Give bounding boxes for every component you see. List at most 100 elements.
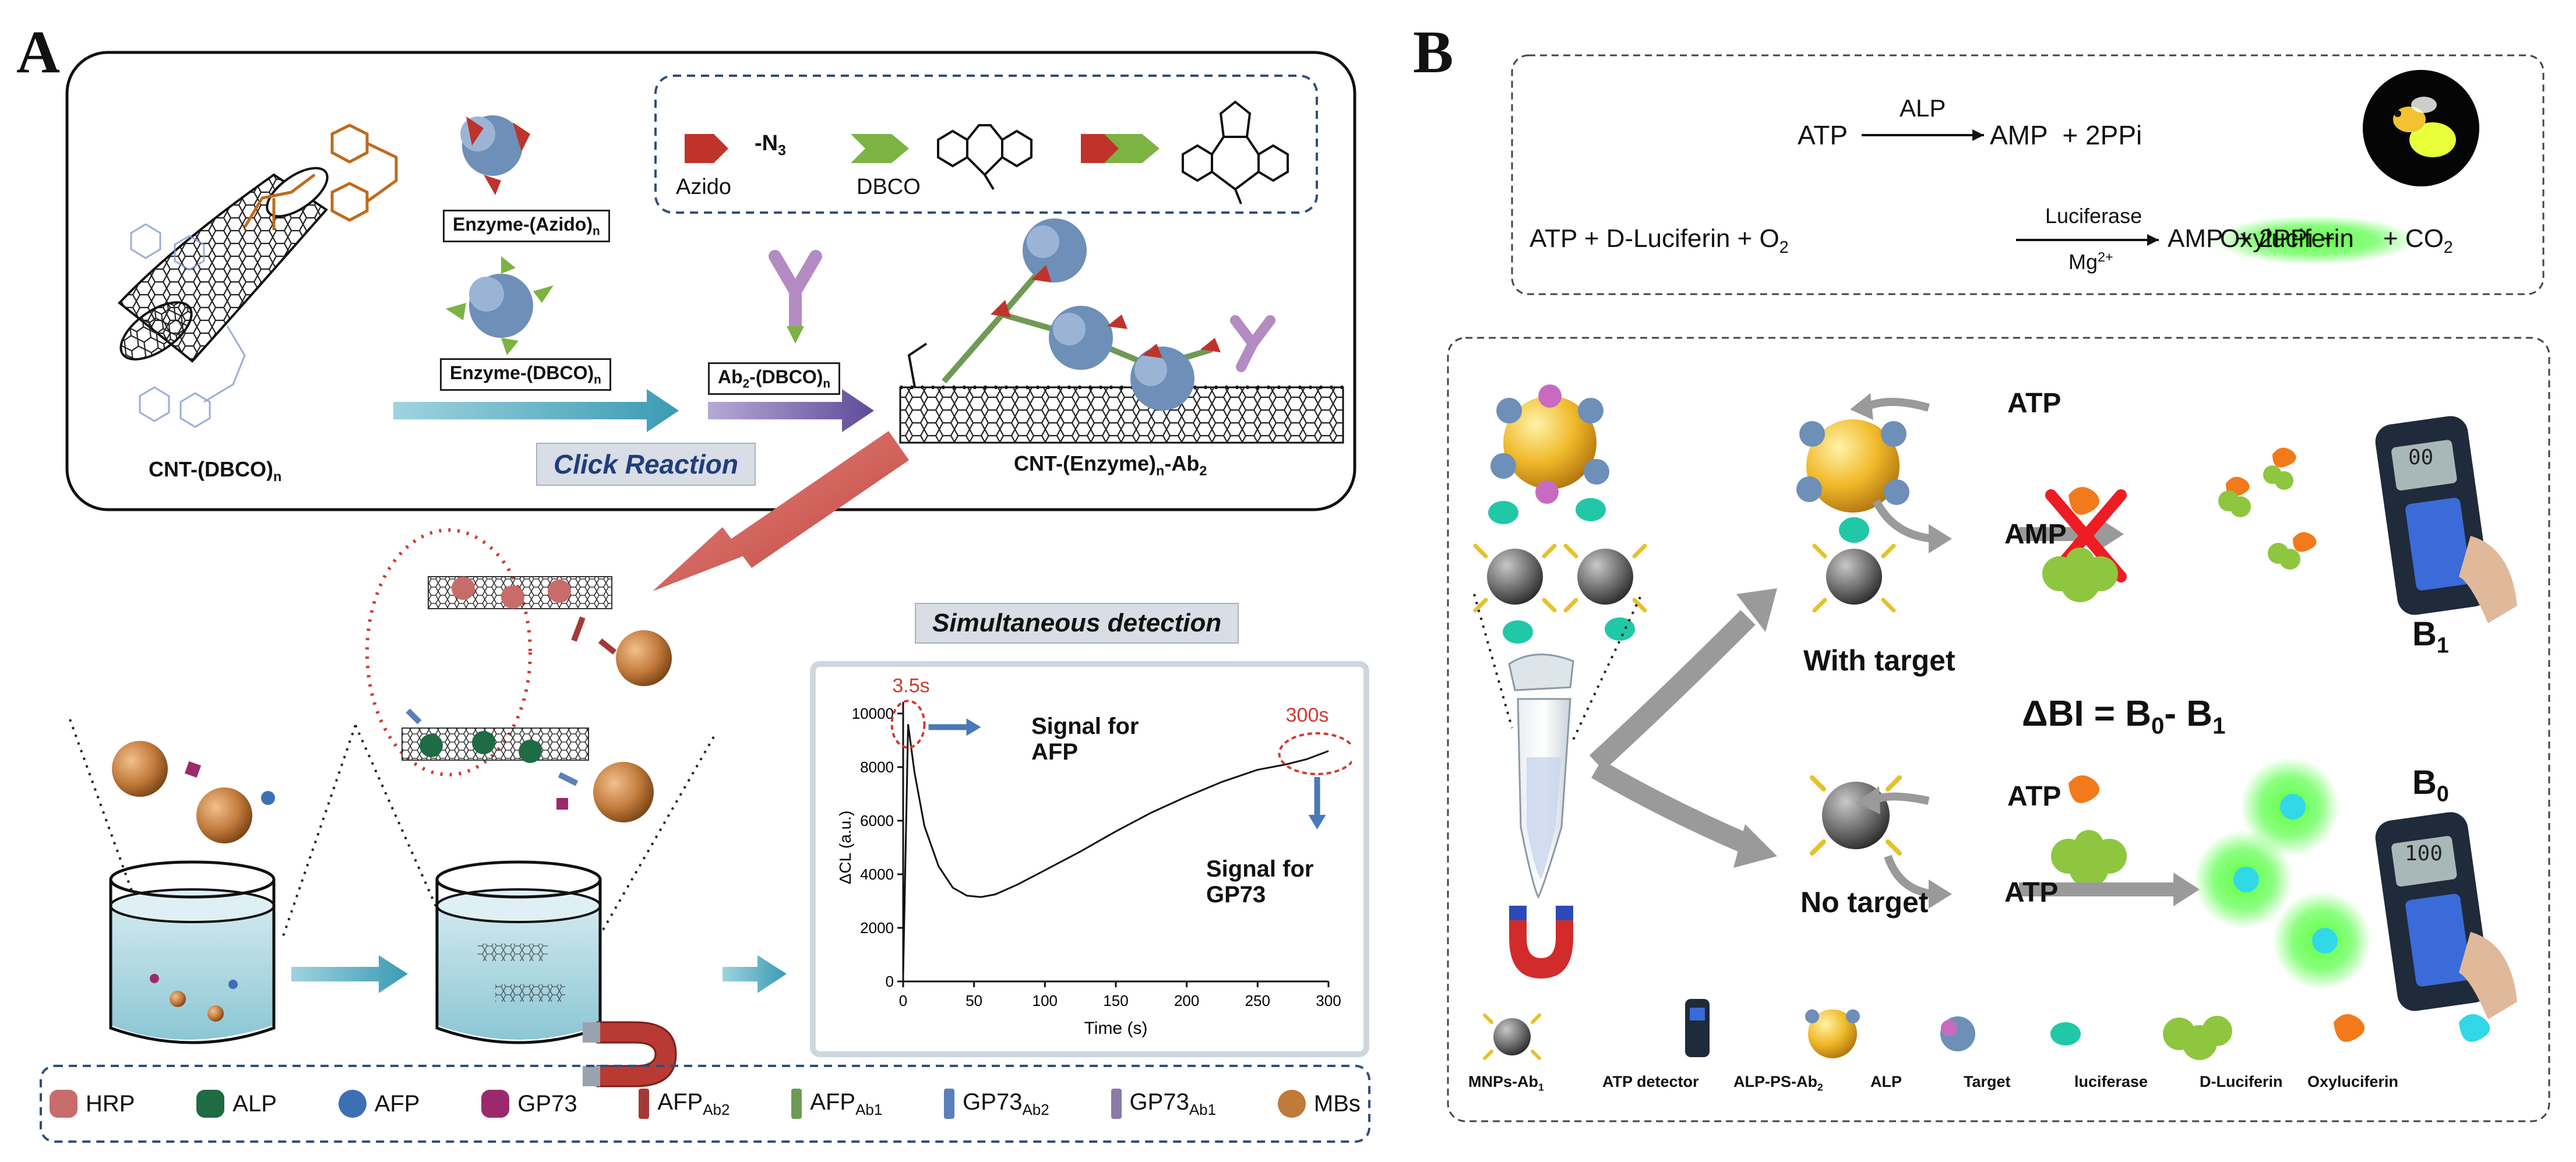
legend-b-label-sub: 1	[1538, 1081, 1544, 1093]
reaction-box	[1511, 54, 2545, 295]
legend-b-label: luciferase	[2074, 1073, 2148, 1090]
legend-a-label: GP73Ab2	[963, 1089, 1049, 1118]
y-axis-label: ΔCL (a.u.)	[836, 811, 854, 885]
firefly-icon	[2363, 70, 2479, 186]
legend-b-label: Target	[1964, 1073, 2011, 1090]
panel-b-graphics	[1447, 54, 2550, 1122]
x-tick-label: 300	[1316, 992, 1341, 1009]
simultaneous-detection-chip: Simultaneous detection	[915, 603, 1239, 644]
tube-icon	[1508, 654, 1574, 899]
x-tick-label: 250	[1245, 992, 1270, 1009]
legend-a-label: AFPAb2	[657, 1089, 730, 1118]
enzyme-azido-icon	[460, 115, 530, 195]
magnet-b-icon	[1509, 906, 1573, 979]
legend-b-label-sub: 2	[1817, 1081, 1823, 1093]
reaction1-left: ATP	[1798, 120, 1848, 150]
reaction2-cofactor: Mg2+	[2068, 249, 2113, 274]
alp-ps-particle	[1490, 384, 1609, 504]
legend-a-label-sub: Ab1	[855, 1100, 883, 1118]
legend-a-item: ALP	[196, 1090, 277, 1118]
legend-a-label: AFPAb1	[810, 1089, 883, 1118]
y-tick-label: 6000	[860, 812, 894, 829]
legend-a-item: AFPAb2	[639, 1089, 730, 1119]
legend-a-label: MBs	[1313, 1090, 1361, 1117]
legend-a-swatch-icon	[791, 1089, 802, 1119]
reaction2-product: Oxyluciferin	[2220, 224, 2354, 253]
legend-a-swatch-icon	[639, 1089, 650, 1119]
legend-a-swatch-icon	[1277, 1090, 1306, 1118]
x-tick-label: 100	[1032, 992, 1058, 1009]
enzyme-azido-label: Enzyme-(Azido)n	[443, 210, 610, 243]
detector-bottom-icon	[2375, 812, 2517, 1019]
x-tick-label: 150	[1103, 992, 1128, 1009]
panel-a-legend: HRP ALP AFP GP73 AFPAb2 AFPAb1 GP73Ab2 GP73Ab1 M…	[50, 1080, 1361, 1127]
reaction1-enzyme: ALP	[1900, 94, 1946, 122]
delta-b-label: ΔBI = B0- B1	[2022, 694, 2226, 739]
legend-a-item: AFPAb1	[791, 1089, 882, 1119]
legend-a-swatch-icon	[50, 1090, 77, 1118]
legend-a-label: GP73	[517, 1090, 577, 1117]
x-tick-label: 0	[899, 992, 907, 1009]
assay-box	[1447, 337, 2550, 1122]
panel-b-letter: B	[1413, 19, 1454, 86]
no-target-label: No target	[1800, 886, 1929, 919]
legend-b-label: D-Luciferin	[2200, 1073, 2283, 1090]
reaction2-enzyme: Luciferase	[2045, 204, 2142, 228]
legend-a-swatch-icon	[1111, 1089, 1122, 1119]
y-tick-label: 2000	[860, 919, 894, 937]
legend-b-label: MNPs-Ab1	[1468, 1073, 1544, 1093]
legend-a-label: ALP	[232, 1090, 277, 1117]
atp-top-label: ATP	[2007, 388, 2061, 419]
legend-a-item: GP73	[481, 1090, 577, 1118]
legend-a-label: AFP	[374, 1090, 420, 1117]
enzyme-dbco-label: Enzyme-(DBCO)n	[440, 358, 611, 391]
beaker-2	[435, 860, 602, 1044]
ab2-dbco-label: Ab2-(DBCO)n	[708, 362, 841, 395]
legend-b-label: ALP	[1870, 1073, 1902, 1090]
legend-a-label-sub: Ab2	[1022, 1100, 1049, 1118]
cnt-tube	[118, 167, 329, 363]
legend-a-item: HRP	[50, 1090, 135, 1118]
legend-a-label-sub: Ab1	[1189, 1100, 1217, 1118]
legend-a-swatch-icon	[196, 1090, 225, 1118]
n3-label: -N3	[755, 131, 786, 159]
reaction1-right: AMP + 2PPi	[1990, 120, 2142, 150]
detector-top-icon	[2375, 416, 2517, 623]
atp-no2-label: ATP	[2004, 877, 2059, 908]
ab2-icon	[769, 250, 822, 344]
y-tick-label: 0	[886, 973, 894, 990]
cnt-dbco-label: CNT-(DBCO)n	[149, 457, 282, 485]
cl-series-line	[902, 724, 1329, 976]
x-axis-label: Time (s)	[1084, 1019, 1148, 1038]
legend-a-label-sub: Ab2	[703, 1100, 730, 1118]
b0-label: B0	[2412, 764, 2449, 806]
legend-a-label: HRP	[86, 1090, 135, 1117]
afp-arrowhead	[966, 718, 981, 736]
x-tick-label: 200	[1174, 992, 1199, 1009]
with-target-label: With target	[1803, 644, 1955, 677]
peak2-marker	[1278, 732, 1352, 775]
enzyme-dbco-icon	[446, 256, 554, 355]
dbco-label: DBCO	[857, 175, 921, 199]
cnt-enzyme-label: CNT-(Enzyme)n-Ab2	[1014, 451, 1207, 479]
atp-no1-label: ATP	[2007, 781, 2061, 812]
legend-a-swatch-icon	[481, 1090, 510, 1118]
signal-afp-label: Signal for AFP	[1031, 714, 1139, 765]
legend-a-item: GP73Ab2	[944, 1089, 1049, 1119]
x-tick-label: 50	[965, 992, 982, 1009]
peak2-label: 300s	[1286, 704, 1329, 726]
y-tick-label: 4000	[860, 866, 894, 883]
legend-b-label: ATP detector	[1602, 1073, 1699, 1090]
panel-a-letter: A	[16, 19, 61, 86]
b1-label: B1	[2412, 615, 2449, 658]
reaction2-right: AMP + 2PPi +	[2168, 224, 2335, 253]
signal-gp73-label: Signal for GP73	[1206, 856, 1314, 907]
click-reaction-chip: Click Reaction	[536, 443, 756, 486]
peak1-marker	[890, 700, 926, 749]
peak1-label: 3.5s	[892, 679, 929, 697]
synthesis-box	[65, 51, 1356, 511]
legend-a-swatch-icon	[338, 1090, 367, 1118]
legend-a-item: GP73Ab1	[1111, 1089, 1217, 1119]
